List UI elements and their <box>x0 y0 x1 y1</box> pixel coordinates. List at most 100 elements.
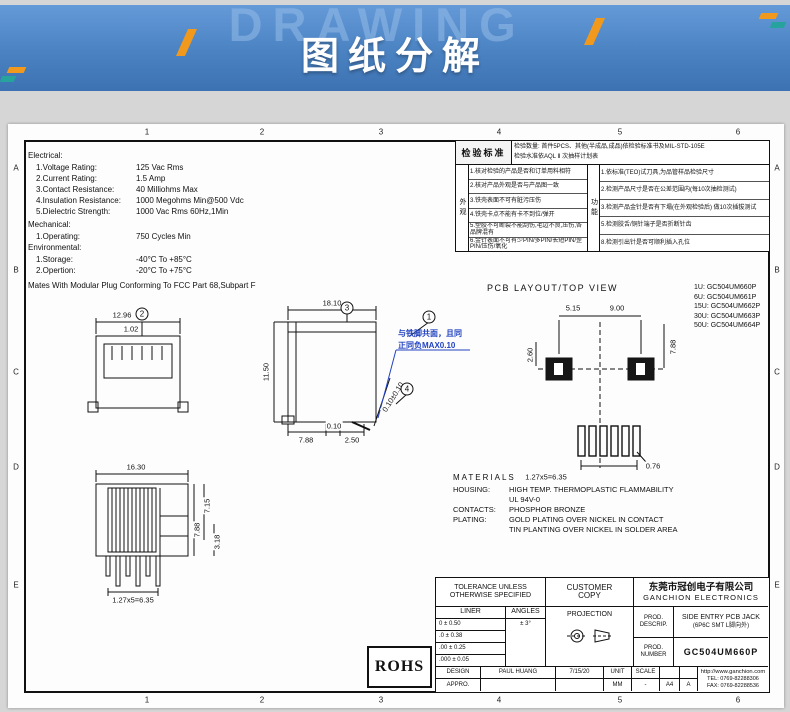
spec-label: 2.Current Rating: <box>36 174 97 183</box>
angles-value-cell: ± 3° <box>506 619 546 667</box>
customer-text: COPY <box>578 591 601 600</box>
dimension-label: 2.60 <box>525 346 535 364</box>
customer-copy-cell: CUSTOMER COPY <box>546 578 634 607</box>
spec-label: 4.Insulation Resistance: <box>36 196 121 205</box>
angles-header: ANGLES <box>506 607 546 619</box>
appearance-items: 1.核对检验的产品是否和订单用料相符 2.核对产品外观是否与产品图一致 3.铁壳… <box>469 165 587 251</box>
teal-slash-icon <box>0 76 17 82</box>
contact-cell: http://www.ganchion.com TEL: 0769-822883… <box>698 667 768 691</box>
prod-descrip-value-cell: SIDE ENTRY PCB JACK (6P6C SMT L脚向外) <box>674 607 768 638</box>
liner-row: .0 ± 0.38 <box>436 631 506 643</box>
fax-text: FAX: 0769-82288536 <box>707 682 759 689</box>
grid-label: 6 <box>735 127 741 137</box>
spec-label: 2.Opertion: <box>36 266 76 275</box>
spec-value: 1.5 Amp <box>136 174 166 183</box>
page-title: 图纸分解 <box>300 36 490 78</box>
title-block: TOLERANCE UNLESS OTHERWISE SPECIFIED CUS… <box>435 577 770 693</box>
tolerance-text: OTHERWISE SPECIFIED <box>449 592 532 599</box>
orange-slash-icon <box>758 13 779 19</box>
balloon-1: 1 <box>422 310 436 324</box>
spec-value: 1000 Megohms Min@500 Vdc <box>136 196 244 205</box>
appro-date-cell <box>556 679 604 691</box>
prod-number-text: GC504UM660P <box>683 647 759 657</box>
balloon-3: 3 <box>340 301 354 315</box>
spec-heading: Mechanical: <box>28 220 71 229</box>
grid-label: E <box>13 580 19 590</box>
balloon-4: 4 <box>400 382 414 396</box>
liner-header-text: LINER <box>460 608 481 616</box>
materials-value: GOLD PLATING OVER NICKEL IN CONTACT <box>509 515 664 524</box>
part-number: 1U: GC504UM660P <box>694 284 757 291</box>
projection-cell: PROJECTION <box>546 607 634 667</box>
inspection-item: 8.检测引出针是否可顺利插入孔位 <box>601 239 691 246</box>
prod-number-label-cell: PROD. NUMBER <box>634 638 674 667</box>
designer-name: PAUL HUANG <box>498 669 538 675</box>
prod-label: PROD. <box>643 645 663 651</box>
materials-heading: MATERIALS <box>453 473 516 482</box>
prod-descrip-label-cell: PROD. DESCRIP. <box>634 607 674 638</box>
prod-number-value-cell: GC504UM660P <box>674 638 768 667</box>
company-name-en: GANCHION ELECTRONICS <box>643 593 759 602</box>
inspection-title: 检验标准 <box>456 141 512 164</box>
part-number: 50U: GC504UM664P <box>694 322 761 329</box>
grid-label: A <box>774 163 780 173</box>
spec-value: -20°C To +75°C <box>136 266 192 275</box>
inspection-item: 4.铁壳卡点不能有卡不到位/弹开 <box>469 209 587 223</box>
spec-label: 1.Storage: <box>36 255 73 264</box>
liner-row: 0 ± 0.50 <box>436 619 506 631</box>
customer-text: CUSTOMER <box>566 582 613 592</box>
dimension-label: 2.50 <box>343 435 361 445</box>
inspection-item: 5.塑胶不可断裂不能刮伤,毛边不良,压伤,各品牌混有 <box>469 223 587 238</box>
grid-label: 5 <box>617 695 623 705</box>
liner-row: .000 ± 0.05 <box>436 655 506 667</box>
mates-note: Mates With Modular Plug Conforming To FC… <box>28 281 256 290</box>
unit-label-cell: UNIT <box>604 667 632 679</box>
angles-value-text: ± 3° <box>520 621 531 627</box>
grid-label: 1 <box>144 127 150 137</box>
dimension-label: 7.88 <box>192 521 202 539</box>
inspection-item: 3.检测产品金针是否有下塌(在外观检验后) 做10次插拔测试 <box>600 200 769 218</box>
part-number: 30U: GC504UM663P <box>694 312 761 320</box>
grid-label: E <box>774 580 780 590</box>
liner-row: .00 ± 0.25 <box>436 643 506 655</box>
designer-cell: PAUL HUANG <box>481 667 556 679</box>
dimension-label: 16.30 <box>125 462 147 472</box>
grid-label: 2 <box>259 695 265 705</box>
grid-label: D <box>774 462 780 472</box>
dimension-label: 0.76 <box>644 461 662 471</box>
dimension-label: 11.50 <box>261 361 271 383</box>
balloon-2: 2 <box>135 307 149 321</box>
function-items: 1.依标准(TEO)试刀具,为品管样品检验尺寸 2.检测产品尺寸是否在公差范围内… <box>600 165 769 251</box>
grid-label: 3 <box>378 127 384 137</box>
tolerance-text: TOLERANCE UNLESS <box>454 583 527 591</box>
grid-label: 6 <box>735 695 741 705</box>
projection-label: PROJECTION <box>566 611 613 618</box>
spec-value: 750 Cycles Min <box>136 232 191 241</box>
materials-value: HIGH TEMP. THERMOPLASTIC FLAMMABILITY <box>509 485 674 494</box>
materials-label: PLATING: <box>453 515 487 524</box>
scale-label-cell: SCALE <box>632 667 660 679</box>
coplanarity-note: 正同负MAX0.10 <box>398 341 456 350</box>
teal-slash-icon <box>769 22 787 28</box>
prod-descrip-text: (6P6C SMT L脚向外) <box>692 622 750 629</box>
grid-label: 1 <box>144 695 150 705</box>
dimension-label: 1.27x5=6.35 <box>111 595 155 605</box>
prod-label: DESCRIP. <box>639 622 668 628</box>
grid-label: C <box>13 367 19 377</box>
liner-header: LINER <box>436 607 506 619</box>
dimension-label: 1.02 <box>122 324 140 334</box>
inspection-header-line: 检验水准依AQL Ⅱ 次抽样计划表 <box>514 154 599 160</box>
grid-label: 3 <box>378 695 384 705</box>
part-number: 15U: GC504UM662P <box>694 303 761 310</box>
rev-value-cell: A <box>680 679 698 691</box>
inspection-item: 2.检测产品尺寸是否在公差范围内(每10次抽检测试) <box>600 182 769 200</box>
company-name-cn: 东莞市冠创电子有限公司 <box>648 582 754 593</box>
scale-value-cell: - <box>632 679 660 691</box>
inspection-item: 1.核对检验的产品是否和订单用料相符 <box>469 165 587 180</box>
scale-label: SCALE <box>635 669 656 675</box>
liner-row-text: 0 ± 0.50 <box>439 621 461 627</box>
spec-heading: Environmental: <box>28 243 82 252</box>
part-number-list: 1U: GC504UM660P 6U: GC504UM661P 15U: GC5… <box>694 283 772 331</box>
spec-value: -40°C To +85°C <box>136 255 192 264</box>
orange-slash-icon <box>175 29 198 56</box>
